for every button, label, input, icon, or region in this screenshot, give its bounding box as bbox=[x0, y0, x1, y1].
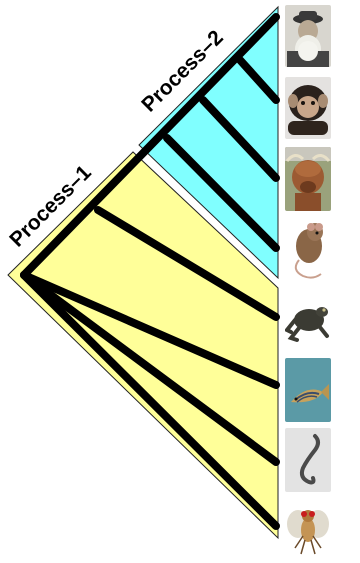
branch-human bbox=[20, 13, 280, 279]
process-1-region bbox=[7, 151, 279, 540]
frog-photo-icon bbox=[285, 290, 331, 354]
branch-frog bbox=[94, 206, 280, 321]
mouse-photo-icon bbox=[285, 218, 331, 280]
human-photo-icon bbox=[285, 5, 331, 67]
chimpanzee-photo-icon bbox=[285, 77, 331, 139]
tree-branches bbox=[20, 13, 280, 530]
highland-cow-photo-icon bbox=[285, 147, 331, 211]
branch-mouse bbox=[163, 134, 280, 252]
nematode-worm-photo-icon bbox=[285, 428, 331, 492]
zebrafish-photo-icon bbox=[285, 358, 331, 422]
branch-cow bbox=[199, 96, 280, 182]
fruit-fly-photo-icon bbox=[285, 498, 331, 560]
branch-nematode bbox=[20, 271, 280, 466]
branch-zebrafish bbox=[20, 271, 280, 389]
branch-chimpanzee bbox=[236, 56, 280, 104]
branch-fruit-fly bbox=[20, 271, 280, 530]
